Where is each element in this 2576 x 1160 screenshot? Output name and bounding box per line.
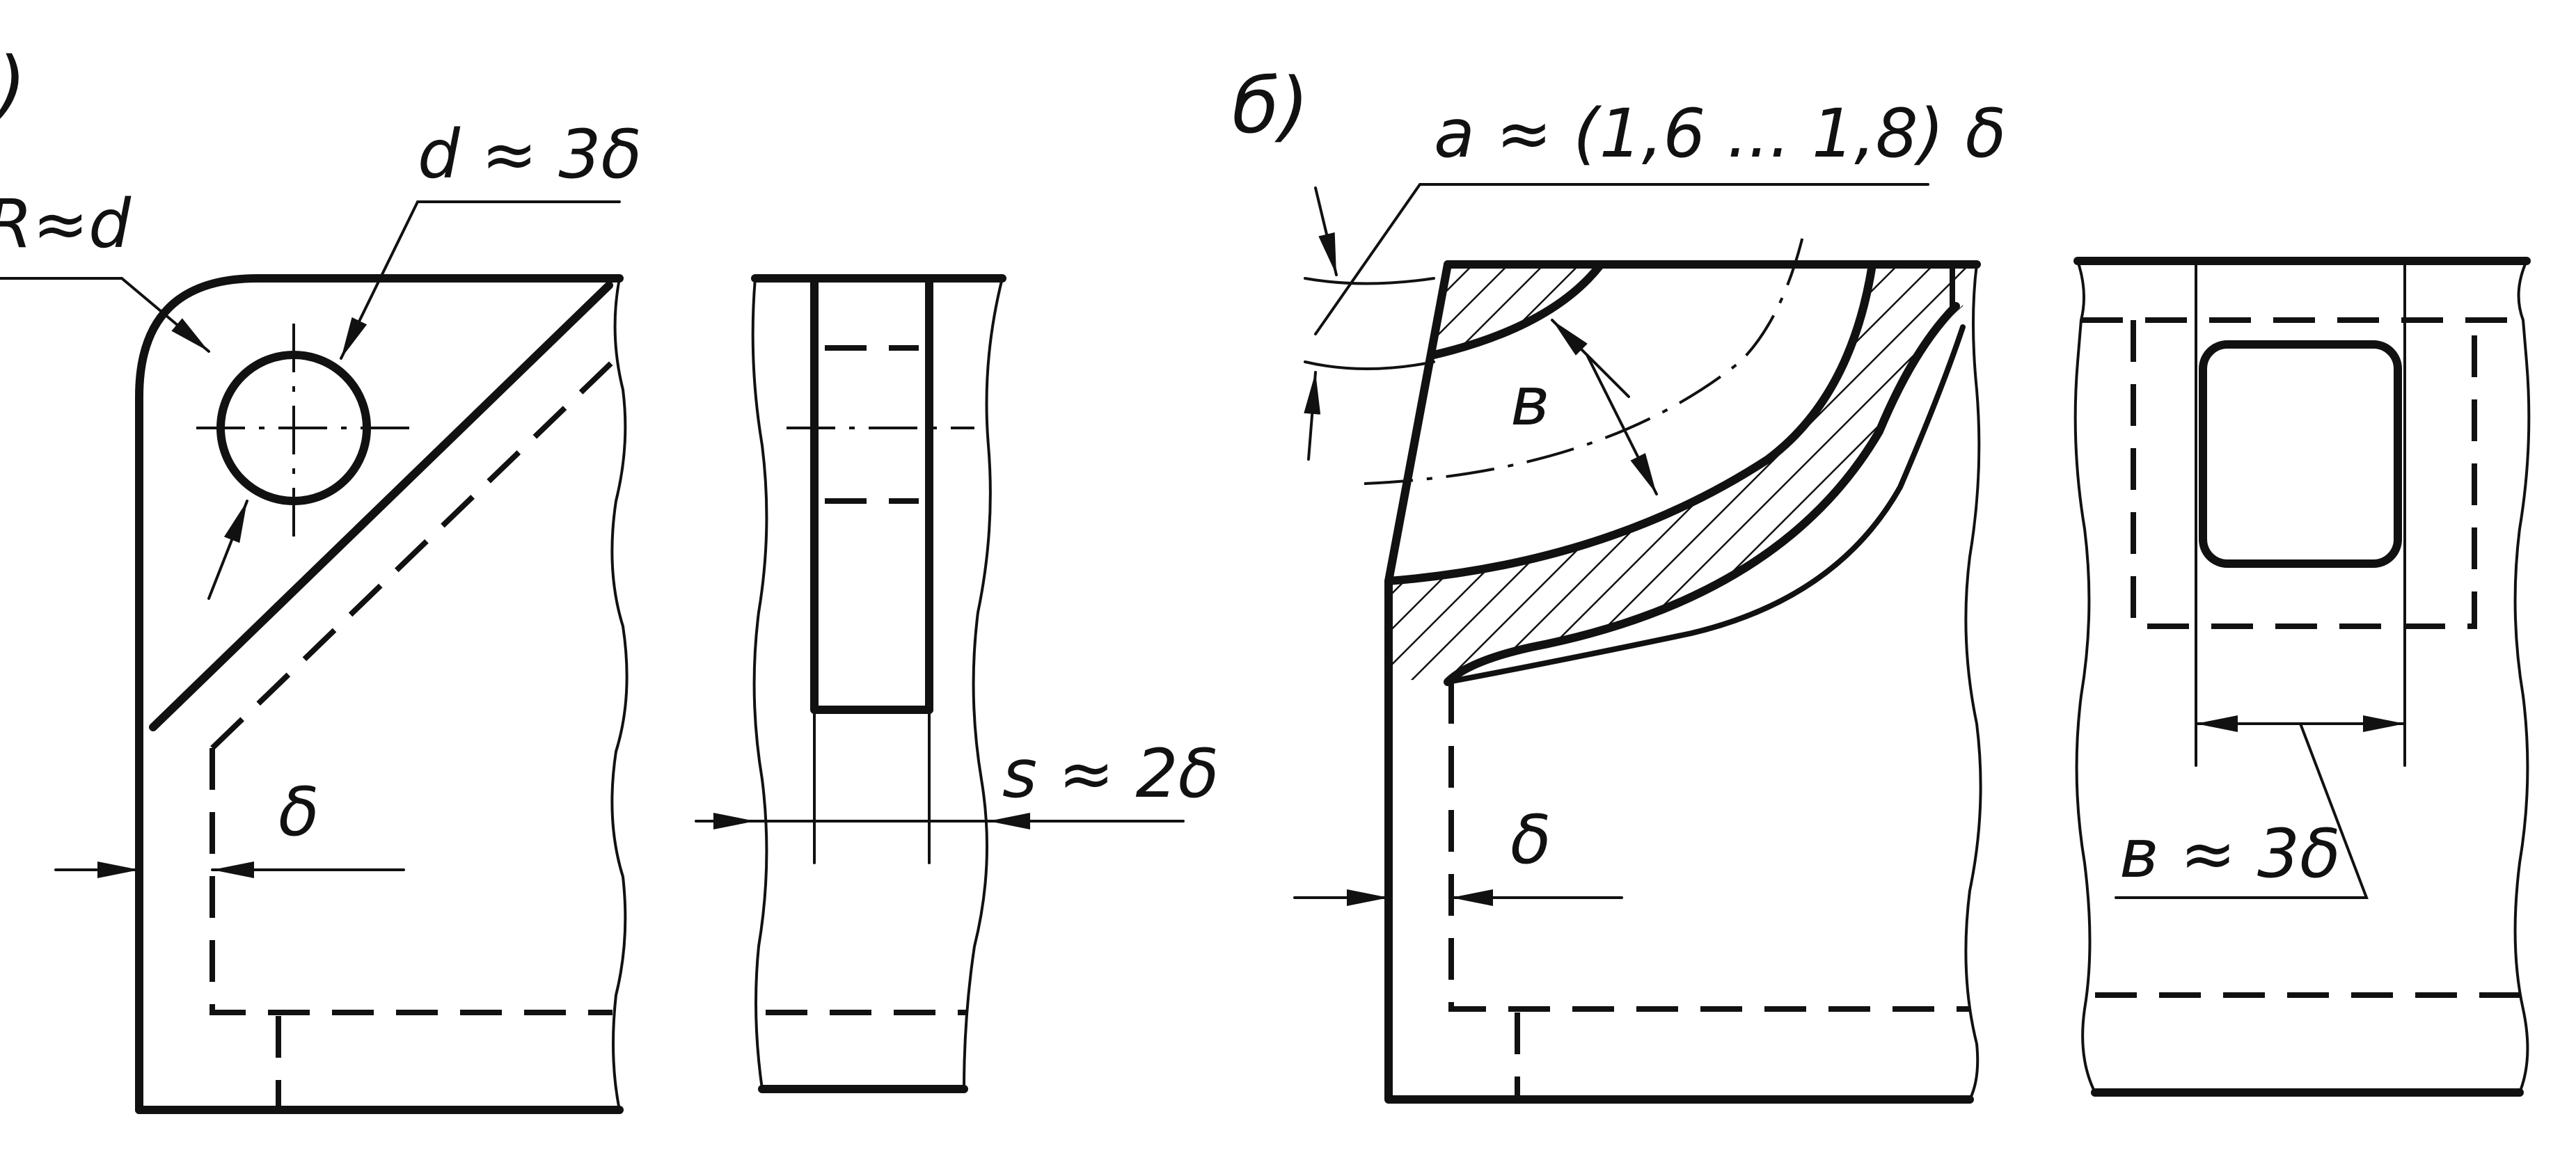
- front-view-a-hidden-wall: [210, 748, 613, 1015]
- front-view-b-outline: [1384, 260, 1974, 1104]
- rib-b-arrow-bottom: [1586, 353, 1658, 495]
- hole-diameter-annotation: d ≈ 3δ: [418, 116, 642, 193]
- front-view-b-center-arc: [1364, 236, 1804, 485]
- side-view-b-break-right: [2513, 260, 2531, 1094]
- front-view-a-outline: [135, 274, 624, 1114]
- rib-a-ext-bottom: [1304, 360, 1435, 370]
- diameter-leader-top: [340, 200, 621, 360]
- panel-b-front-view: a ≈ (1,6 ... 1,8) δ в δ: [1293, 95, 2006, 1104]
- window-dim-leader: [2115, 722, 2369, 899]
- side-view-a-slot: [810, 274, 933, 714]
- wall-thickness-annotation-b: δ: [1510, 801, 1551, 879]
- front-view-b-inner-arc: [1384, 260, 1876, 585]
- wall-thickness-annotation-a: δ: [278, 773, 319, 851]
- panel-a-label: ): [0, 40, 26, 129]
- radius-leader: [0, 277, 210, 353]
- front-view-a-diagonal-rib: [149, 281, 613, 731]
- front-view-b-inner-arc-top: [1430, 260, 1605, 359]
- front-view-b-outer-arc-2: [1445, 324, 1966, 685]
- panel-a-front-view: R≈d d ≈ 3δ δ: [0, 116, 642, 1114]
- window-width-annotation: в ≈ 3δ: [2119, 815, 2341, 893]
- diameter-leader-bottom: [207, 500, 248, 600]
- panel-a-side-view: s ≈ 2δ: [695, 274, 1219, 1093]
- rib-b-arrow-top: [1551, 319, 1630, 398]
- rib-a-arrow-bottom: [1304, 371, 1321, 461]
- side-view-b-hidden-frame: [2131, 320, 2477, 629]
- rib-b-annotation: в: [1510, 363, 1550, 440]
- front-view-a-break-line: [610, 277, 629, 1111]
- rib-a-annotation: a ≈ (1,6 ... 1,8) δ: [1434, 95, 2006, 173]
- side-view-a-break-right: [963, 277, 1004, 1090]
- side-view-a-break-left: [751, 277, 768, 1090]
- rib-a-ext-top: [1304, 277, 1435, 285]
- side-view-b-window: [2199, 340, 2402, 568]
- side-thickness-annotation: s ≈ 2δ: [1002, 735, 1219, 813]
- front-view-b-hatch-rib: [1385, 264, 1970, 682]
- panel-b-label: б): [1232, 61, 1309, 150]
- panel-b-side-view: в ≈ 3δ: [2073, 257, 2531, 1097]
- front-view-b-hatch-top-left: [1434, 264, 1601, 355]
- side-view-b-break-left: [2073, 260, 2096, 1094]
- rib-a-leader: [1314, 183, 1929, 335]
- front-view-a-diagonal-hidden: [210, 360, 615, 750]
- front-view-b-outer-arc: [1444, 302, 1960, 686]
- rib-a-arrow-top: [1314, 186, 1338, 276]
- panel-a: ) R≈d d ≈ 3δ: [0, 40, 1219, 1114]
- panel-b: б) a ≈ (1,6 ... 1,8) δ: [1232, 61, 2531, 1104]
- radius-annotation: R≈d: [0, 185, 132, 263]
- front-view-b-break-line: [1964, 263, 1982, 1101]
- front-view-b-hidden-wall: [1448, 682, 1970, 1012]
